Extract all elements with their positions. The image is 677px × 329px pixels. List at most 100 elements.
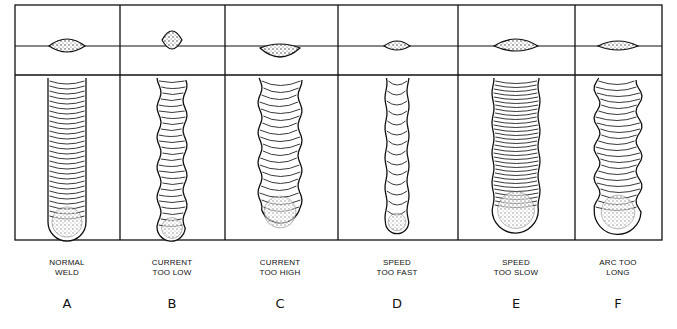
bead-ripple: [388, 201, 406, 205]
bead-ripple: [495, 165, 538, 168]
bead-ripple: [495, 81, 537, 84]
bead-ripple: [260, 158, 296, 163]
bead-ripple: [50, 171, 85, 174]
weld-bead: [258, 44, 302, 228]
bead-ripple: [598, 171, 634, 175]
bead-ripple: [596, 147, 637, 151]
condition-label: ARC TOO LONG: [595, 258, 641, 277]
bead-ripple: [50, 186, 85, 189]
bead-ripple: [161, 147, 185, 149]
bead-ripple: [601, 135, 636, 139]
weld-bead: [48, 39, 86, 241]
bead-crater: [52, 207, 82, 237]
bead-ripple: [161, 117, 185, 119]
bead-ripple: [50, 151, 85, 154]
bead-ripple: [598, 111, 634, 115]
condition-label: CURRENT TOO LOW: [149, 258, 195, 277]
bead-ripple: [161, 159, 182, 161]
bead-ripple: [495, 113, 537, 116]
bead-cross-section: [162, 31, 182, 49]
bead-ripple: [388, 81, 407, 85]
bead-ripple: [159, 141, 185, 143]
panel-letter: F: [606, 296, 630, 311]
bead-ripple: [260, 137, 300, 142]
bead-ripple: [387, 181, 405, 185]
condition-label: CURRENT TOO HIGH: [257, 258, 303, 277]
bead-crater: [601, 195, 635, 229]
bead-ripple: [161, 99, 182, 101]
bead-ripple: [50, 161, 85, 164]
bead-ripple: [601, 165, 636, 169]
bead-ripple: [50, 86, 85, 89]
bead-ripple: [495, 141, 537, 144]
bead-ripple: [50, 106, 85, 109]
bead-ripple: [597, 123, 640, 127]
bead-cross-section: [494, 39, 538, 51]
bead-ripple: [597, 183, 640, 187]
bead-ripple: [50, 91, 85, 94]
bead-ripple: [387, 151, 405, 155]
weld-bead: [384, 41, 410, 234]
bead-ripple: [494, 177, 536, 180]
bead-ripple: [50, 96, 85, 99]
bead-ripple: [162, 183, 183, 185]
bead-ripple: [600, 189, 640, 193]
bead-ripple: [159, 81, 185, 83]
bead-ripple: [162, 93, 183, 95]
bead-ripple: [494, 157, 538, 160]
bead-ripple: [596, 177, 637, 181]
bead-ripple: [50, 156, 85, 159]
panel-letter: D: [385, 296, 409, 311]
bead-ripple: [494, 125, 538, 128]
bead-ripple: [495, 133, 538, 136]
bead-ripple: [159, 171, 185, 173]
bead-ripple: [263, 116, 299, 121]
bead-cross-section: [384, 41, 410, 50]
bead-ripple: [260, 165, 300, 170]
bead-ripple: [261, 186, 296, 191]
bead-ripple: [50, 181, 85, 184]
bead-ripple: [260, 102, 298, 107]
bead-ripple: [597, 93, 640, 97]
bead-cross-section: [598, 41, 638, 50]
panel-letter: B: [160, 296, 184, 311]
bead-outline: [594, 78, 642, 234]
bead-cross-section: [260, 44, 300, 57]
bead-ripple: [263, 144, 300, 149]
bead-ripple: [261, 109, 300, 114]
bead-ripple: [495, 105, 538, 108]
bead-ripple: [600, 159, 640, 163]
weld-bead: [492, 39, 540, 233]
panel-frame: [15, 5, 662, 240]
bead-ripple: [50, 111, 85, 114]
bead-ripple: [387, 191, 407, 195]
bead-ripple: [50, 81, 85, 84]
bead-ripple: [263, 179, 298, 184]
bead-ripple: [262, 123, 296, 128]
bead-ripple: [50, 136, 85, 139]
bead-ripple: [600, 129, 640, 133]
bead-ripple: [50, 141, 85, 144]
bead-crater: [388, 213, 406, 231]
bead-ripple: [494, 129, 538, 132]
bead-outline: [157, 78, 187, 241]
bead-ripple: [262, 81, 301, 86]
bead-ripple: [495, 109, 537, 112]
weld-bead: [157, 31, 187, 241]
bead-ripple: [50, 126, 85, 129]
bead-ripple: [494, 149, 537, 152]
bead-ripple: [596, 87, 637, 91]
bead-ripple: [494, 189, 538, 192]
bead-ripple: [50, 101, 85, 104]
bead-ripple: [159, 201, 185, 203]
bead-crater: [264, 196, 296, 228]
bead-outline: [385, 78, 409, 234]
bead-ripple: [387, 121, 405, 125]
bead-ripple: [495, 85, 537, 88]
bead-ripple: [50, 116, 85, 119]
bead-ripple: [161, 129, 182, 131]
bead-ripple: [495, 169, 537, 172]
bead-outline: [48, 78, 86, 241]
bead-ripple: [159, 165, 183, 167]
bead-ripple: [495, 145, 537, 148]
